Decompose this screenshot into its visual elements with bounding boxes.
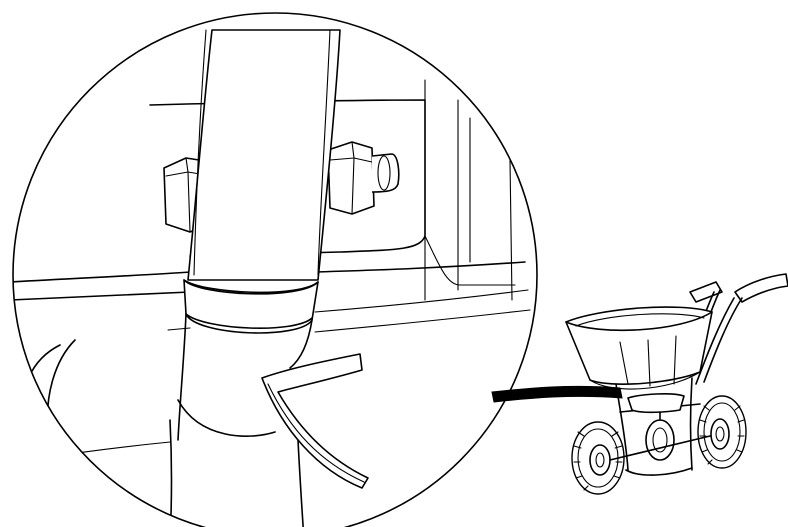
- curved-bracket-left-inner: [20, 344, 61, 421]
- crossbar-top-edge-right: [314, 261, 526, 273]
- crossbar-bottom-edge: [13, 291, 191, 301]
- detail-contents: [13, 29, 531, 527]
- right-wheel: [697, 395, 747, 469]
- lower-tube-bottom-right: [297, 439, 305, 527]
- impeller-gearbox: [645, 411, 675, 461]
- frame-line-right-4: [509, 159, 513, 301]
- curved-bracket-left: [46, 339, 76, 431]
- detail-circle-border: [12, 12, 538, 527]
- bracket-inner-edge: [267, 383, 365, 483]
- detail-leader-line: [491, 385, 623, 403]
- hopper-bucket: [565, 306, 713, 390]
- right-hex-nut: [327, 141, 400, 215]
- lower-tube-base-curve: [177, 399, 276, 437]
- hopper-plate-lower-edge: [424, 235, 516, 286]
- detail-view: [12, 12, 538, 527]
- left-wheel: [571, 421, 625, 495]
- tube-collar: [183, 279, 319, 334]
- lower-tube-bottom-left: [169, 419, 173, 527]
- curved-flat-bracket: [261, 353, 369, 489]
- crossbar-lower-left-edge: [167, 327, 191, 331]
- spreader-overview: [565, 273, 788, 495]
- crossbar-top-edge: [13, 271, 191, 283]
- lower-tube-right-edge: [289, 319, 313, 369]
- bolt-thread-stub: [371, 153, 400, 193]
- crossbar-plate-edge: [314, 289, 529, 313]
- spreader-frame: [615, 377, 701, 476]
- frame-bar-lower-left: [29, 441, 171, 461]
- lower-tube-left-edge: [177, 313, 187, 441]
- vertical-handle-tube: [187, 29, 341, 281]
- axle: [609, 435, 711, 461]
- crossbar-plate-edge-lower: [314, 309, 531, 333]
